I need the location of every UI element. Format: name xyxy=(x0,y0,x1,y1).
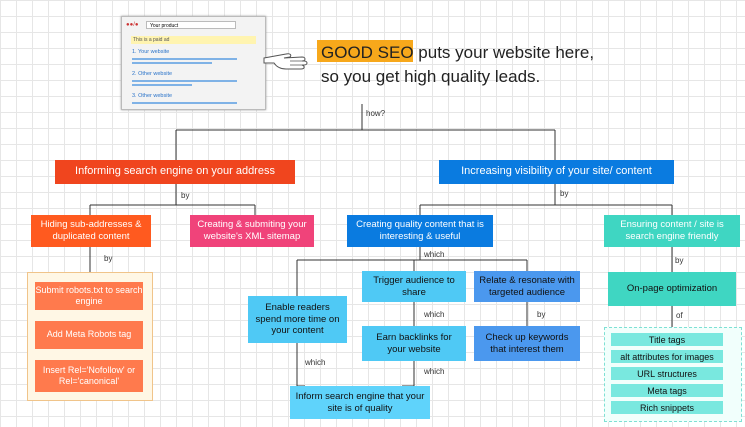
node-hiding: Hiding sub-addresses & duplicated conten… xyxy=(31,215,151,247)
onpage-item: Meta tags xyxy=(611,384,723,397)
node-relate: Relate & resonate with targeted audience xyxy=(474,271,580,302)
onpage-item: Rich snippets xyxy=(611,401,723,414)
connector-label: how? xyxy=(366,109,386,118)
onpage-item: URL structures xyxy=(611,367,723,380)
node-trigger: Trigger audience to share xyxy=(362,271,466,302)
connector-label: which xyxy=(424,310,445,319)
result-line xyxy=(132,84,192,86)
result-1: 1. Your website xyxy=(132,49,170,55)
connector-label: of xyxy=(676,311,683,320)
result-2: 2. Other website xyxy=(132,71,173,77)
connector-label: by xyxy=(675,256,684,265)
result-3: 3. Other website xyxy=(132,93,173,99)
search-bar: Your product xyxy=(146,21,236,29)
node-ensuring: Ensuring content / site is search engine… xyxy=(604,215,740,247)
node-enable-readers: Enable readers spend more time on your c… xyxy=(248,296,347,343)
connector-label: which xyxy=(305,358,326,367)
node-rel: Insert Rel='Nofollow' or Rel='canonical' xyxy=(35,360,143,392)
node-xml-sitemap: Creating & submiting your website's XML … xyxy=(190,215,314,247)
node-keywords: Check up keywords that interest them xyxy=(474,326,580,361)
result-line xyxy=(132,62,212,64)
onpage-item: alt attributes for images xyxy=(611,350,723,363)
node-increasing: Increasing visibility of your site/ cont… xyxy=(439,160,674,184)
headline-highlight-bg xyxy=(317,40,413,62)
pointing-hand-icon xyxy=(263,53,308,70)
connector-label: by xyxy=(181,191,190,200)
connector-label: by xyxy=(560,189,569,198)
result-line xyxy=(132,58,237,60)
paid-ad-label: This is a paid ad xyxy=(131,36,256,44)
browser-logo-icon: ●●/● xyxy=(126,22,139,28)
connector-label: which xyxy=(424,250,445,259)
node-quality-content: Creating quality content that is interes… xyxy=(347,215,493,247)
node-backlinks: Earn backlinks for your website xyxy=(362,326,466,361)
node-onpage: On-page optimization xyxy=(608,272,736,306)
node-robots: Submit robots.txt to search engine xyxy=(35,282,143,310)
search-results-mockup: ●●/● Your product This is a paid ad 1. Y… xyxy=(121,16,266,110)
headline-highlight: GOOD SEO xyxy=(321,43,414,62)
connector-label: by xyxy=(537,310,546,319)
node-meta-robots: Add Meta Robots tag xyxy=(35,321,143,349)
node-inform-quality: Inform search engine that your site is o… xyxy=(290,386,430,419)
headline-line2: so you get high quality leads. xyxy=(321,67,541,86)
result-line xyxy=(132,80,237,82)
result-line xyxy=(132,102,237,104)
node-informing: Informing search engine on your address xyxy=(55,160,295,184)
connector-label: which xyxy=(424,367,445,376)
headline: GOOD SEO puts your website here, so you … xyxy=(321,41,594,89)
connector-label: by xyxy=(104,254,113,263)
headline-line1: puts your website here, xyxy=(413,43,595,62)
onpage-item: Title tags xyxy=(611,333,723,346)
